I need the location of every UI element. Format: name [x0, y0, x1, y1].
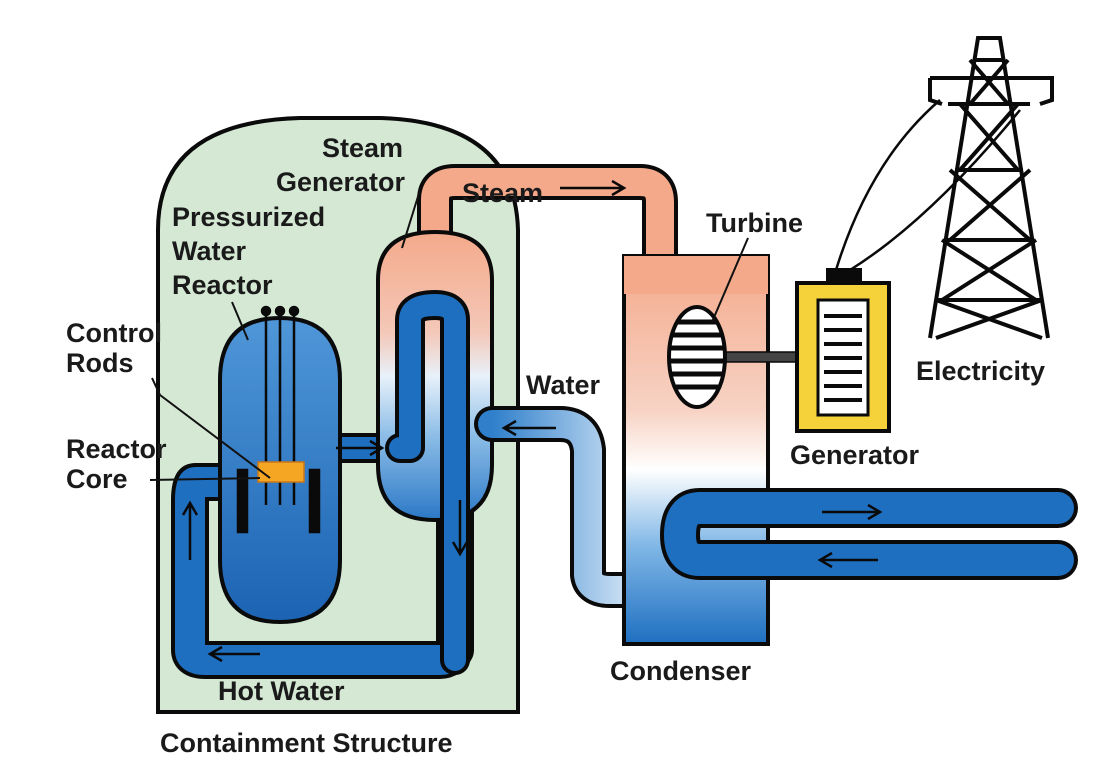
label-turbine: Turbine — [706, 208, 803, 238]
label-steam: Steam — [462, 178, 543, 208]
turbine — [667, 305, 727, 409]
label-pwr-2: Water — [172, 236, 247, 266]
generator — [795, 268, 891, 433]
control-rods — [236, 305, 321, 534]
label-generator: Generator — [790, 440, 920, 470]
steam-pipe — [417, 164, 678, 296]
transmission-tower — [928, 36, 1054, 340]
label-control-rods-2: Rods — [66, 348, 134, 378]
label-steam-generator-1: Steam — [322, 133, 403, 163]
turbine-housing — [624, 256, 768, 294]
flow-arrows — [181, 179, 883, 663]
label-reactor-core-2: Core — [66, 464, 128, 494]
feedwater-pipe — [474, 406, 648, 608]
label-condenser: Condenser — [610, 656, 752, 686]
label-reactor-core-1: Reactor — [66, 434, 167, 464]
power-lines — [834, 99, 1021, 272]
leader-lines — [149, 189, 749, 481]
label-steam-generator-2: Generator — [276, 167, 406, 197]
label-pwr-1: Pressurized — [172, 202, 325, 232]
label-electricity: Electricity — [916, 356, 1045, 386]
label-control-rods-1: Control — [66, 318, 162, 348]
label-water: Water — [526, 370, 601, 400]
label-pwr-3: Reactor — [172, 270, 273, 300]
label-hot-water: Hot Water — [218, 676, 345, 706]
reactor-core — [257, 461, 305, 483]
cooling-water-pipe — [660, 488, 1078, 580]
u-tube — [385, 290, 470, 675]
label-containment-structure: Containment Structure — [160, 728, 453, 758]
